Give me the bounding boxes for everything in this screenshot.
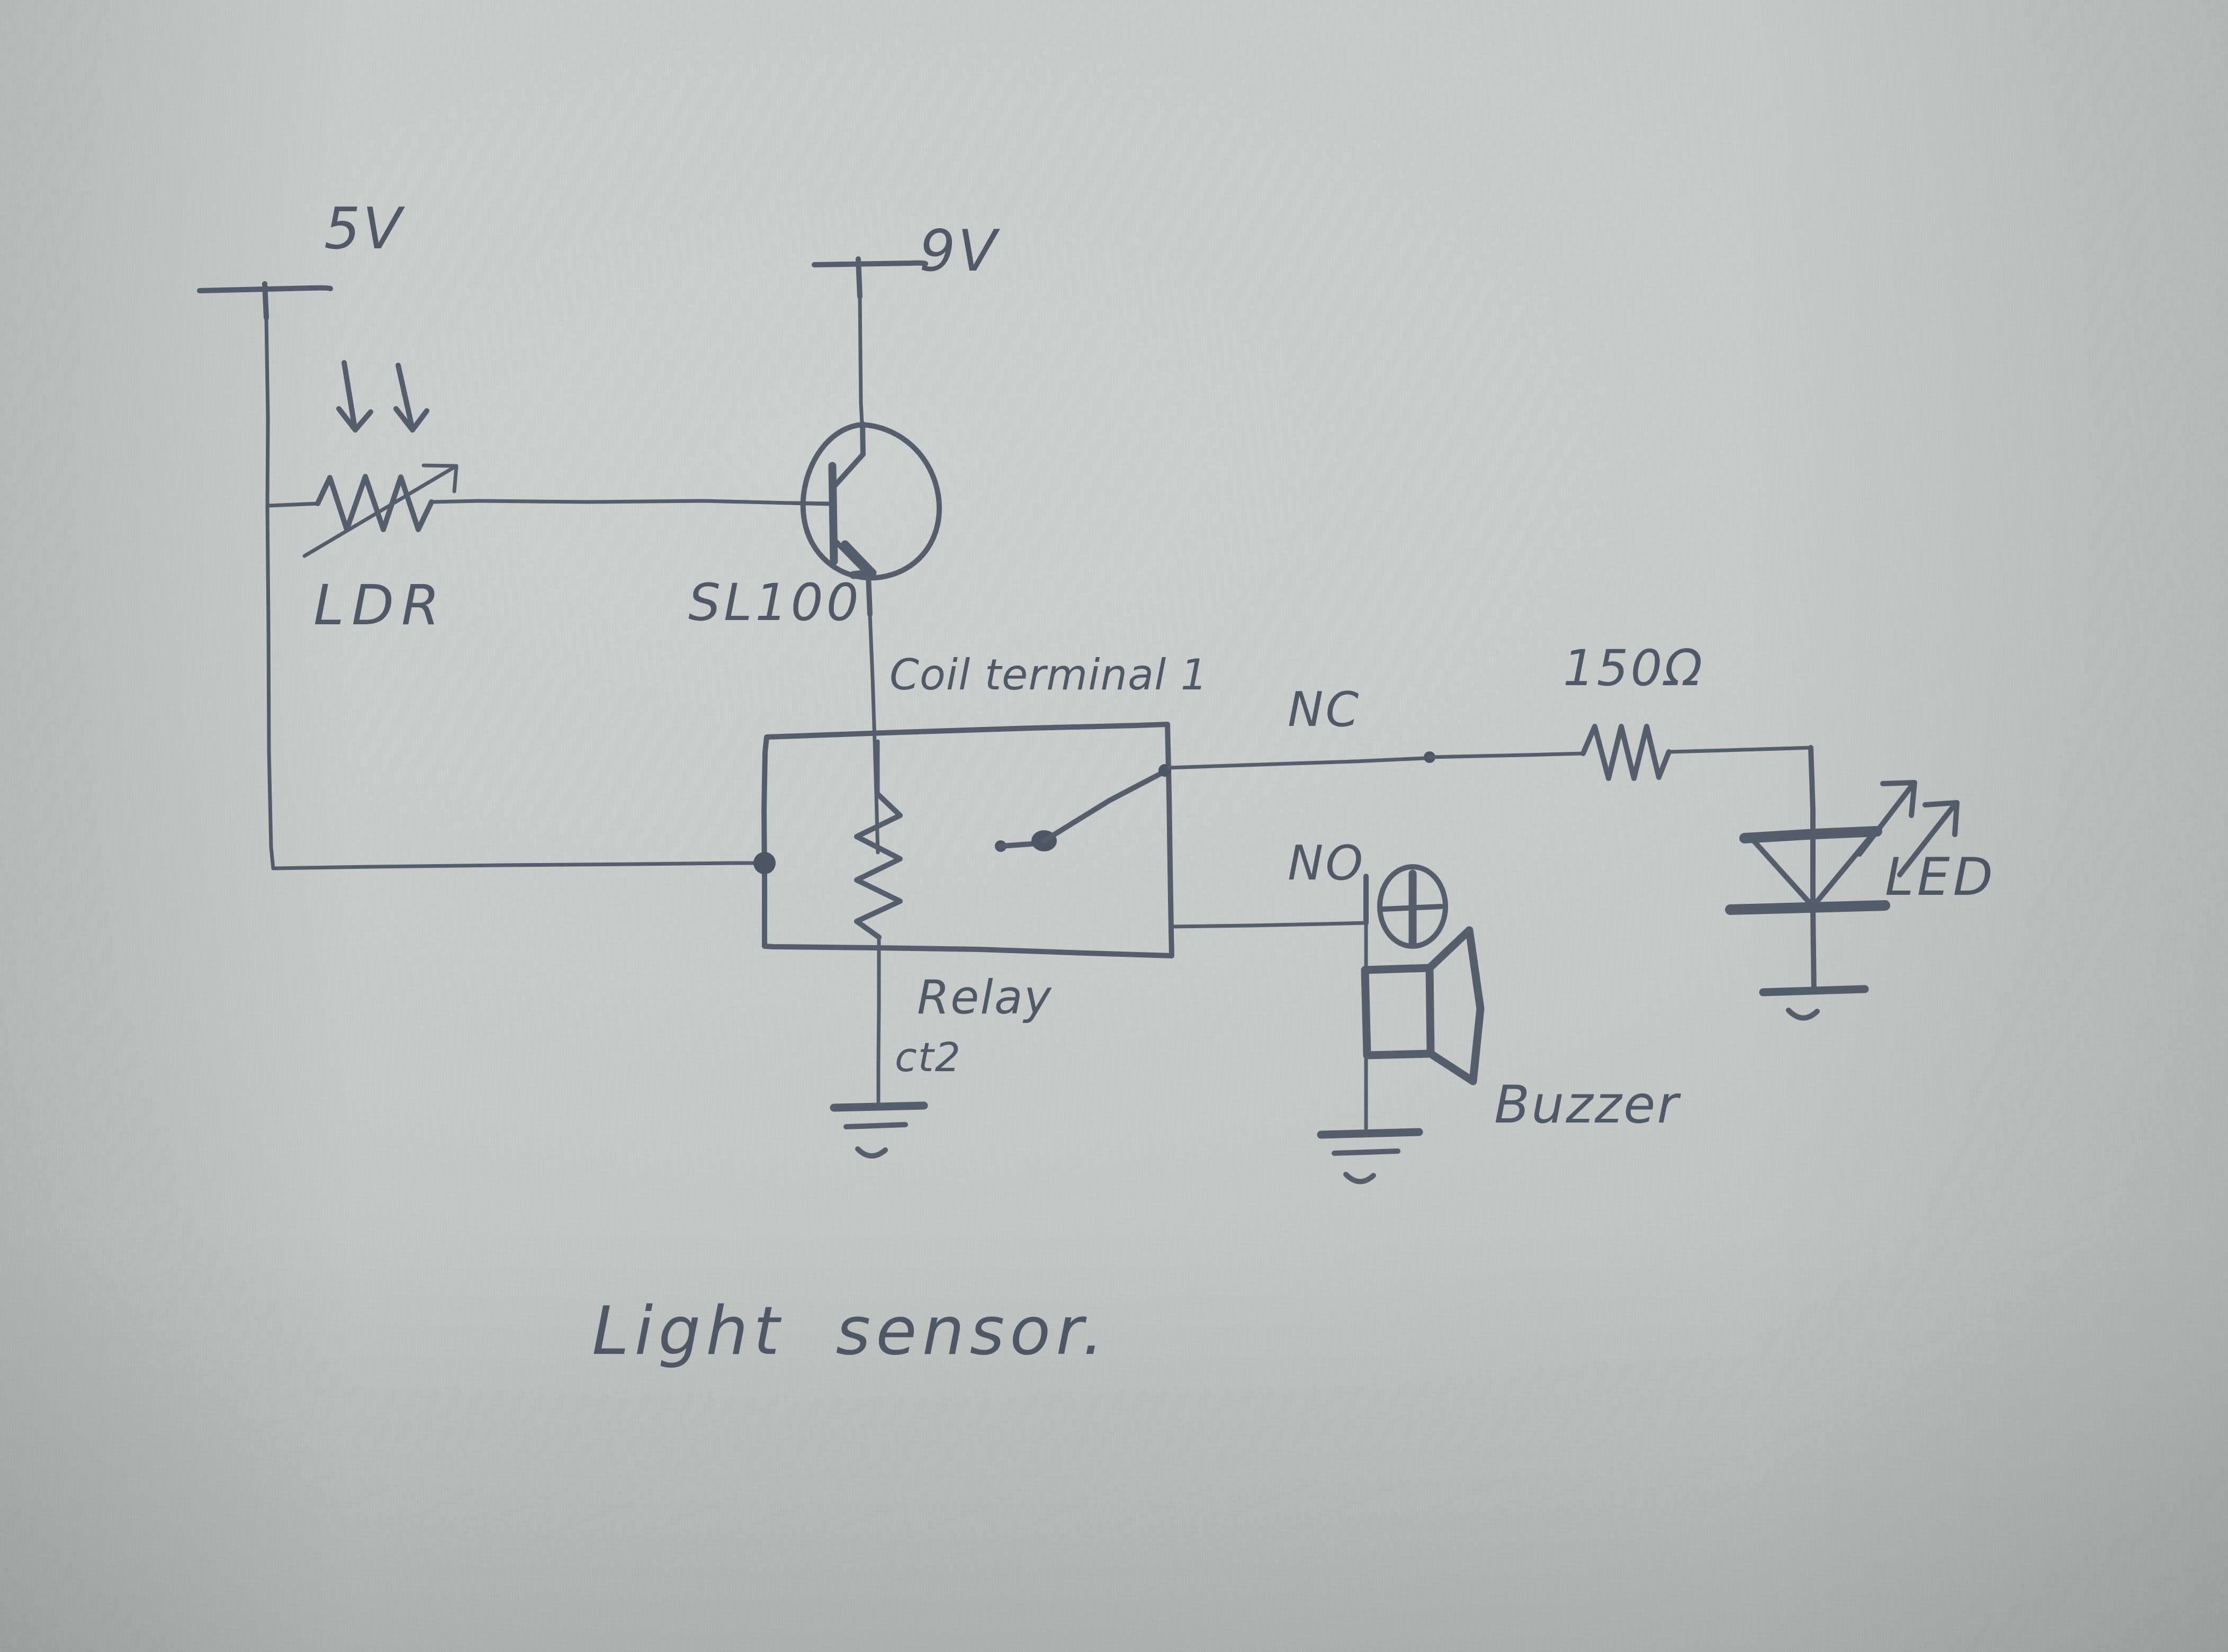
left-rail-to-relay-wire [271, 852, 776, 874]
label-contact-no: NO [1288, 836, 1365, 891]
label-coil-terminal-1: Coil terminal 1 [890, 650, 1208, 699]
label-ldr: LDR [313, 573, 447, 638]
label-led: LED [1885, 847, 1996, 908]
no-branch-wire [1170, 874, 1369, 929]
base-wire [477, 499, 833, 506]
nc-branch-wire [1167, 751, 1585, 770]
relay-contact-switch-symbol [995, 764, 1171, 852]
no-terminal-plus-icon [1377, 864, 1448, 949]
coil-ground-symbol [830, 946, 928, 1159]
supply-5v-rail-symbol [197, 281, 333, 870]
label-supply-9v: 9V [919, 218, 999, 284]
label-buzzer: Buzzer [1494, 1075, 1680, 1135]
supply-9v-rail-symbol [812, 256, 928, 426]
label-supply-5v: 5V [324, 196, 404, 262]
led-symbol [1725, 745, 1890, 1021]
label-resistor-value: 150Ω [1563, 640, 1705, 697]
buzzer-symbol [1317, 921, 1485, 1184]
led-emission-arrows-icon [1857, 780, 1960, 877]
diagram-title: Light sensor. [592, 1292, 1109, 1370]
label-transistor-sl100: SL100 [688, 573, 862, 632]
label-contact-nc: NC [1288, 682, 1361, 738]
npn-transistor-symbol [787, 421, 942, 855]
incident-light-arrows-icon [336, 360, 429, 433]
resistor-150-ohm-symbol [1580, 724, 1813, 781]
label-coil-terminal-2: ct2 [895, 1034, 962, 1081]
ldr-symbol [267, 463, 481, 558]
label-relay: Relay [917, 970, 1053, 1025]
relay-box [761, 722, 1174, 958]
